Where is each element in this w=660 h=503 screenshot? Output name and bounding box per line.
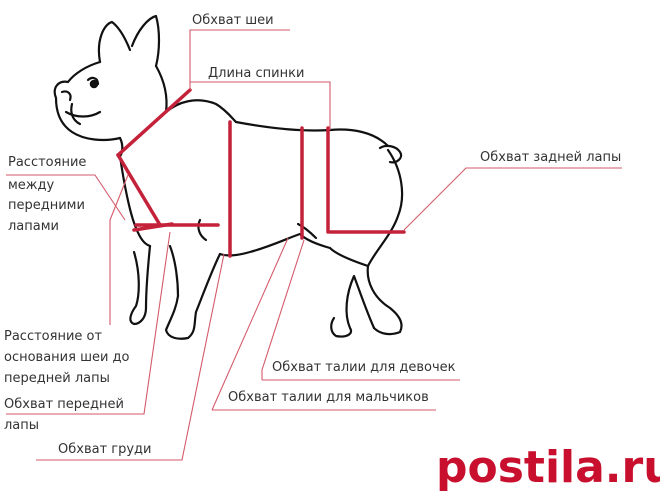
label-waist-boys: Обхват талии для мальчиков <box>228 390 429 405</box>
label-front-legs-distance-4: лапами <box>8 219 59 234</box>
watermark-postila: postila.ru <box>436 442 660 493</box>
leader-front-legs <box>6 174 126 221</box>
leader-waist-girls <box>261 239 305 380</box>
leader-neck-to-paw <box>109 174 129 325</box>
front-paw-line <box>132 222 174 232</box>
leader-waist-boys <box>211 237 289 411</box>
label-front-paw-girth-1: Обхват передней <box>4 397 124 412</box>
label-back-length: Длина спинки <box>208 66 304 81</box>
label-neck-to-paw-1: Расстояние от <box>4 329 102 344</box>
label-front-paw-girth-2: лапы <box>4 418 39 433</box>
label-chest-girth: Обхват груди <box>58 442 152 457</box>
label-neck-girth: Обхват шеи <box>192 13 274 28</box>
leader-back-length <box>190 81 331 130</box>
leader-lines <box>6 29 622 461</box>
label-front-legs-distance-2: между <box>8 178 55 193</box>
leader-chest <box>36 253 225 461</box>
label-waist-girls: Обхват талии для девочек <box>272 360 456 375</box>
label-neck-to-paw-2: основания шеи до <box>4 350 130 365</box>
dog-outline <box>53 14 404 340</box>
label-hind-paw-girth: Обхват задней лапы <box>480 150 621 165</box>
measurement-lines <box>116 88 406 258</box>
neck-girth-line <box>116 88 192 157</box>
labels: Обхват шеи Длина спинки Обхват задней ла… <box>4 13 621 457</box>
label-front-legs-distance-1: Расстояние <box>8 155 86 170</box>
leader-front-paw <box>6 231 171 415</box>
leader-neck <box>189 29 290 90</box>
chest-diagonal-line <box>116 153 162 227</box>
leader-hind-paw <box>403 167 622 231</box>
label-neck-to-paw-3: передней лапы <box>4 371 110 386</box>
label-front-legs-distance-3: передними <box>8 198 85 213</box>
